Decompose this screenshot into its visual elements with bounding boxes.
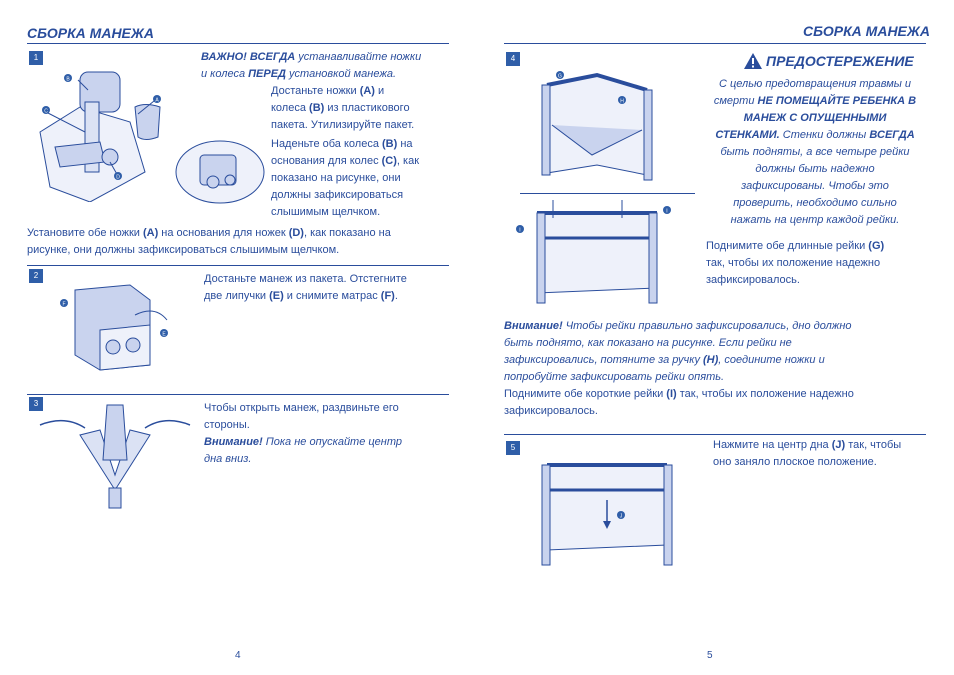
wheel-detail-illustration xyxy=(175,140,265,204)
text-line: так, чтобы их положение надежно xyxy=(706,257,881,269)
important-text: установкой манежа. xyxy=(286,68,397,80)
section-rule xyxy=(27,265,449,266)
unpack-illustration: F E xyxy=(60,284,168,371)
text-line: стороны. xyxy=(204,419,250,431)
important-text: устанавливайте ножки xyxy=(295,51,422,63)
illustration-label: H xyxy=(620,99,624,105)
attention-label: Внимание! xyxy=(204,436,263,448)
text-line: рисунке, они должны зафиксироваться слыш… xyxy=(27,244,340,256)
attention-label: Внимание! xyxy=(504,320,563,332)
text-line: зафиксировалось. xyxy=(504,405,598,417)
important-emph: ПЕРЕД xyxy=(248,68,286,80)
important-lead: ВАЖНО! ВСЕГДА xyxy=(201,51,296,63)
illustration-label: D xyxy=(116,175,120,181)
label-dot xyxy=(64,74,72,82)
step-badge: 2 xyxy=(29,269,43,283)
text-line: проверить, необходимо сильно xyxy=(733,197,897,209)
text-line: дна вниз. xyxy=(204,453,252,465)
attach-wheels-text: Наденьте оба колеса (B) на основания для… xyxy=(271,136,419,221)
text-line: зафиксированы. Чтобы это xyxy=(741,180,889,192)
warning-triangle-icon xyxy=(744,53,762,69)
step-badge: 1 xyxy=(29,51,43,65)
text-line: Поднимите обе длинные рейки (G) xyxy=(706,240,885,252)
right-page: СБОРКА МАНЕЖА 4 G H I I ПРЕДОСТЕРЕЖЕНИЕ … xyxy=(477,0,954,675)
text-line: должны зафиксироваться xyxy=(271,189,404,201)
step-badge: 3 xyxy=(29,397,43,411)
text-line: быть поднято, как показано на рисунке. Е… xyxy=(504,337,792,349)
page-number: 5 xyxy=(707,650,713,661)
title-rule xyxy=(27,43,449,44)
flatten-floor-illustration: J xyxy=(541,463,673,566)
text-line: Нажмите на центр дна (J) так, чтобы xyxy=(713,439,902,451)
open-playpen-illustration xyxy=(39,404,191,509)
raise-rails-illustration: G H xyxy=(541,71,653,181)
text-line: Достаньте ножки (A) и xyxy=(271,85,385,97)
text-line: быть подняты, а все четыре рейки xyxy=(720,146,910,158)
illustration-label: G xyxy=(558,74,562,80)
unpack-text: Достаньте манеж из пакета. Отстегните дв… xyxy=(204,271,407,305)
text-line: нажать на центр каждой рейки. xyxy=(730,214,900,226)
text-line: СТЕНКАМИ. Стенки должны ВСЕГДА xyxy=(715,129,915,141)
section-rule xyxy=(504,434,926,435)
text-line: попробуйте зафиксировать рейки опять. xyxy=(504,371,725,383)
short-rails-text: Поднимите обе короткие рейки (I) так, чт… xyxy=(504,386,854,420)
text-line: колеса (B) из пластикового xyxy=(271,102,410,114)
important-text: и колеса xyxy=(201,68,249,80)
attention-text: Внимание! Чтобы рейки правильно зафиксир… xyxy=(504,318,852,386)
title-rule xyxy=(504,43,926,44)
text-line: зафиксировались, потяните за ручку (H), … xyxy=(504,354,825,366)
text-line: Поднимите обе короткие рейки (I) так, чт… xyxy=(504,388,854,400)
illustration-label: F xyxy=(62,302,65,308)
text-line: оно заняло плоское положение. xyxy=(713,456,877,468)
page-title: СБОРКА МАНЕЖА xyxy=(27,25,154,41)
step-badge: 5 xyxy=(506,441,520,455)
text-line: Установите обе ножки (A) на основания дл… xyxy=(27,227,391,239)
text-line: зафиксировалось. xyxy=(706,274,800,286)
text-line: смерти НЕ ПОМЕЩАЙТЕ РЕБЕНКА В xyxy=(713,95,917,107)
text-line: две липучки (E) и снимите матрас (F). xyxy=(204,290,398,302)
long-rails-text: Поднимите обе длинные рейки (G) так, что… xyxy=(706,238,884,289)
text-line: основания для колес (C), как xyxy=(271,155,420,167)
page-number: 4 xyxy=(235,650,241,661)
illustration-label: I xyxy=(666,209,667,215)
text-line: показано на рисунке, они xyxy=(271,172,401,184)
text-line: Чтобы открыть манеж, раздвиньте его xyxy=(204,402,399,414)
page-title: СБОРКА МАНЕЖА xyxy=(803,23,930,39)
legs-wheels-illustration: B A C D xyxy=(39,71,161,202)
left-page: СБОРКА МАНЕЖА 1 B A C D ВАЖНО! ВСЕГДА ус… xyxy=(27,25,449,661)
illustration-label: C xyxy=(44,109,48,115)
illustration-label: B xyxy=(66,77,70,83)
text-line: Внимание! Пока не опускайте центр xyxy=(204,436,403,448)
text-line: Внимание! Чтобы рейки правильно зафиксир… xyxy=(504,320,852,332)
step-badge: 4 xyxy=(506,52,520,66)
open-text: Чтобы открыть манеж, раздвиньте его стор… xyxy=(204,400,402,468)
warning-text: С целью предотвращения травмы и смерти Н… xyxy=(701,76,929,229)
text-line: слышимым щелчком. xyxy=(271,206,381,218)
illustration-label: E xyxy=(162,332,166,338)
section-rule xyxy=(27,394,449,395)
illustration-label: J xyxy=(620,514,623,520)
text-line: Наденьте оба колеса (B) на xyxy=(271,138,413,150)
figure-rule xyxy=(520,193,695,194)
remove-parts-text: Достаньте ножки (A) и колеса (B) из плас… xyxy=(271,83,414,134)
flatten-floor-text: Нажмите на центр дна (J) так, чтобы оно … xyxy=(713,437,901,471)
warning-heading: ПРЕДОСТЕРЕЖЕНИЕ xyxy=(766,53,914,69)
text-line: должны быть надежно xyxy=(755,163,875,175)
illustration-label: A xyxy=(155,98,159,104)
important-note: ВАЖНО! ВСЕГДА устанавливайте ножки и кол… xyxy=(201,49,421,83)
text-line: МАНЕЖ С ОПУЩЕННЫМИ xyxy=(743,112,887,124)
text-line: пакета. Утилизируйте пакет. xyxy=(271,119,415,131)
install-legs-text: Установите обе ножки (A) на основания дл… xyxy=(27,225,391,259)
text-line: С целью предотвращения травмы и xyxy=(718,78,912,90)
text-line: Достаньте манеж из пакета. Отстегните xyxy=(204,273,407,285)
illustration-label: I xyxy=(519,228,520,234)
short-rails-illustration: I I xyxy=(516,200,671,304)
